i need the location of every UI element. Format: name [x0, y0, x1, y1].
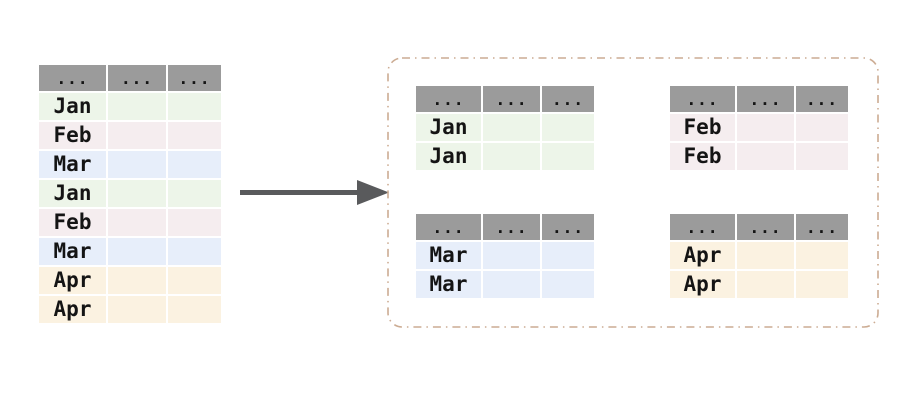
table-row: Apr	[39, 296, 221, 323]
header-cell: ...	[483, 86, 540, 112]
table-row: Mar	[416, 242, 594, 269]
month-cell: Feb	[670, 114, 735, 141]
header-cell: ...	[542, 86, 594, 112]
header-cell: ...	[670, 86, 735, 112]
table-row: Jan	[39, 180, 221, 207]
month-cell: Apr	[39, 267, 106, 294]
month-cell: Jan	[416, 114, 481, 141]
table-row: Jan	[416, 114, 594, 141]
month-cell: Mar	[39, 238, 106, 265]
header-cell: ...	[416, 214, 481, 240]
month-cell: Jan	[39, 180, 106, 207]
data-cell	[483, 114, 540, 141]
table-row: Feb	[39, 209, 221, 236]
data-cell	[796, 271, 848, 298]
month-cell: Feb	[39, 209, 106, 236]
data-cell	[737, 114, 794, 141]
header-row: ... ... ...	[670, 86, 848, 112]
group-table-apr: ... ... ... Apr Apr	[668, 212, 850, 300]
header-cell: ...	[670, 214, 735, 240]
group-table-mar: ... ... ... Mar Mar	[414, 212, 596, 300]
data-cell	[737, 143, 794, 170]
data-cell	[108, 93, 166, 120]
month-cell: Feb	[39, 122, 106, 149]
month-cell: Feb	[670, 143, 735, 170]
month-cell: Jan	[39, 93, 106, 120]
month-cell: Jan	[416, 143, 481, 170]
header-cell: ...	[737, 214, 794, 240]
month-cell: Mar	[39, 151, 106, 178]
dashed-border	[387, 57, 879, 328]
data-cell	[542, 242, 594, 269]
group-table-jan: ... ... ... Jan Jan	[414, 84, 596, 172]
data-cell	[542, 114, 594, 141]
header-cell: ...	[416, 86, 481, 112]
header-cell: ...	[39, 65, 106, 91]
header-cell: ...	[542, 214, 594, 240]
table-row: Feb	[670, 114, 848, 141]
arrow-right-icon	[240, 180, 389, 205]
table-row: Mar	[39, 151, 221, 178]
data-cell	[108, 180, 166, 207]
header-cell: ...	[168, 65, 221, 91]
data-cell	[108, 238, 166, 265]
header-cell: ...	[737, 86, 794, 112]
data-cell	[108, 209, 166, 236]
table-row: Jan	[416, 143, 594, 170]
header-row: ... ... ...	[39, 65, 221, 91]
data-cell	[796, 114, 848, 141]
data-cell	[168, 296, 221, 323]
table-row: Mar	[416, 271, 594, 298]
data-cell	[108, 122, 166, 149]
data-cell	[796, 242, 848, 269]
source-table: ... ... ... Jan Feb Mar Jan Feb	[37, 63, 223, 325]
month-cell: Apr	[670, 271, 735, 298]
table-row: Jan	[39, 93, 221, 120]
data-cell	[483, 143, 540, 170]
table-row: Apr	[39, 267, 221, 294]
month-cell: Mar	[416, 271, 481, 298]
data-cell	[168, 93, 221, 120]
data-cell	[168, 122, 221, 149]
data-cell	[168, 151, 221, 178]
table-row: Apr	[670, 271, 848, 298]
table-row: Apr	[670, 242, 848, 269]
header-row: ... ... ...	[416, 86, 594, 112]
header-cell: ...	[108, 65, 166, 91]
data-cell	[108, 267, 166, 294]
month-cell: Mar	[416, 242, 481, 269]
data-cell	[737, 242, 794, 269]
data-cell	[168, 238, 221, 265]
header-cell: ...	[796, 86, 848, 112]
group-table-feb: ... ... ... Feb Feb	[668, 84, 850, 172]
table-row: Feb	[670, 143, 848, 170]
data-cell	[108, 296, 166, 323]
data-cell	[737, 271, 794, 298]
table-row: Feb	[39, 122, 221, 149]
header-row: ... ... ...	[416, 214, 594, 240]
table-row: Mar	[39, 238, 221, 265]
data-cell	[168, 209, 221, 236]
data-cell	[108, 151, 166, 178]
month-cell: Apr	[39, 296, 106, 323]
month-cell: Apr	[670, 242, 735, 269]
data-cell	[542, 143, 594, 170]
data-cell	[168, 180, 221, 207]
header-cell: ...	[796, 214, 848, 240]
data-cell	[796, 143, 848, 170]
data-cell	[483, 242, 540, 269]
data-cell	[483, 271, 540, 298]
data-cell	[168, 267, 221, 294]
data-cell	[542, 271, 594, 298]
header-row: ... ... ...	[670, 214, 848, 240]
header-cell: ...	[483, 214, 540, 240]
